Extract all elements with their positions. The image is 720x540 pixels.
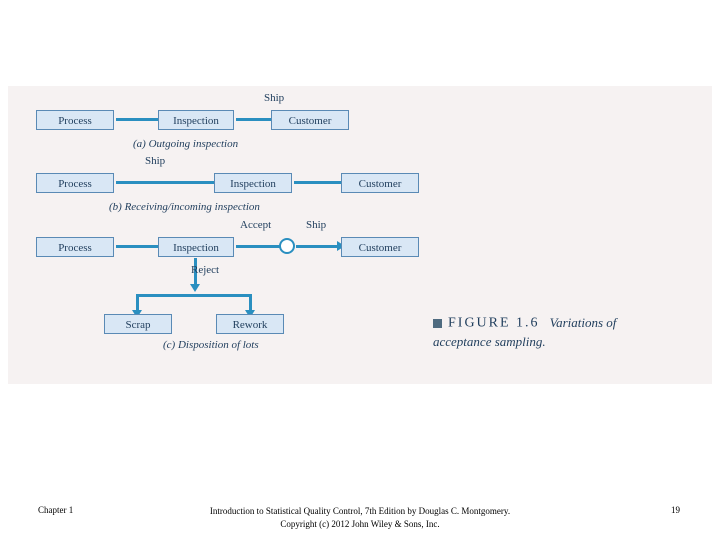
arrow-a-1 xyxy=(116,118,160,121)
decision-circle-icon xyxy=(279,238,295,254)
node-inspection-b: Inspection xyxy=(214,173,292,193)
arrow-c-split xyxy=(136,294,252,297)
figure-desc-line1: Variations of xyxy=(549,315,617,331)
arrow-head-c-reject-icon xyxy=(190,284,200,292)
figure-title-block: FIGURE 1.6 Variations of acceptance sampl… xyxy=(433,314,703,349)
node-process-a: Process xyxy=(36,110,114,130)
arrow-a-2 xyxy=(236,118,276,121)
footer-page-number: 19 xyxy=(671,505,680,515)
label-ship-c: Ship xyxy=(306,219,327,231)
arrow-c-to-rework xyxy=(249,294,252,314)
label-reject-c: Reject xyxy=(191,264,220,276)
node-process-c: Process xyxy=(36,237,114,257)
caption-a: (a) Outgoing inspection xyxy=(133,138,239,150)
node-inspection-a: Inspection xyxy=(158,110,234,130)
caption-c: (c) Disposition of lots xyxy=(163,339,259,351)
arrow-c-ship xyxy=(296,245,340,248)
arrow-c-accept xyxy=(236,245,280,248)
figure-desc-line2: acceptance sampling. xyxy=(433,334,546,349)
footer-chapter: Chapter 1 xyxy=(38,505,74,515)
arrow-b-2 xyxy=(294,181,346,184)
slide-footer: Chapter 1 Introduction to Statistical Qu… xyxy=(0,505,720,535)
node-scrap-c: Scrap xyxy=(104,314,172,334)
node-process-b: Process xyxy=(36,173,114,193)
label-ship-a: Ship xyxy=(264,92,285,104)
caption-b: (b) Receiving/incoming inspection xyxy=(109,201,260,213)
figure-bullet-icon xyxy=(433,318,442,328)
footer-credit: Introduction to Statistical Quality Cont… xyxy=(160,505,560,531)
footer-credit-line1: Introduction to Statistical Quality Cont… xyxy=(209,506,511,516)
node-inspection-c: Inspection xyxy=(158,237,234,257)
node-customer-c: Customer xyxy=(341,237,419,257)
node-customer-b: Customer xyxy=(341,173,419,193)
node-rework-c: Rework xyxy=(216,314,284,334)
figure-panel: Process Inspection Ship Customer (a) Out… xyxy=(8,86,712,384)
arrow-c-reject-down xyxy=(194,258,197,288)
figure-number: FIGURE 1.6 xyxy=(448,315,540,331)
footer-credit-line2: Copyright (c) 2012 John Wiley & Sons, In… xyxy=(280,519,440,529)
label-accept-c: Accept xyxy=(240,219,272,231)
arrow-c-1 xyxy=(116,245,160,248)
label-ship-b: Ship xyxy=(145,155,166,167)
arrow-c-to-scrap xyxy=(136,294,139,314)
node-customer-a: Customer xyxy=(271,110,349,130)
arrow-b-1 xyxy=(116,181,216,184)
